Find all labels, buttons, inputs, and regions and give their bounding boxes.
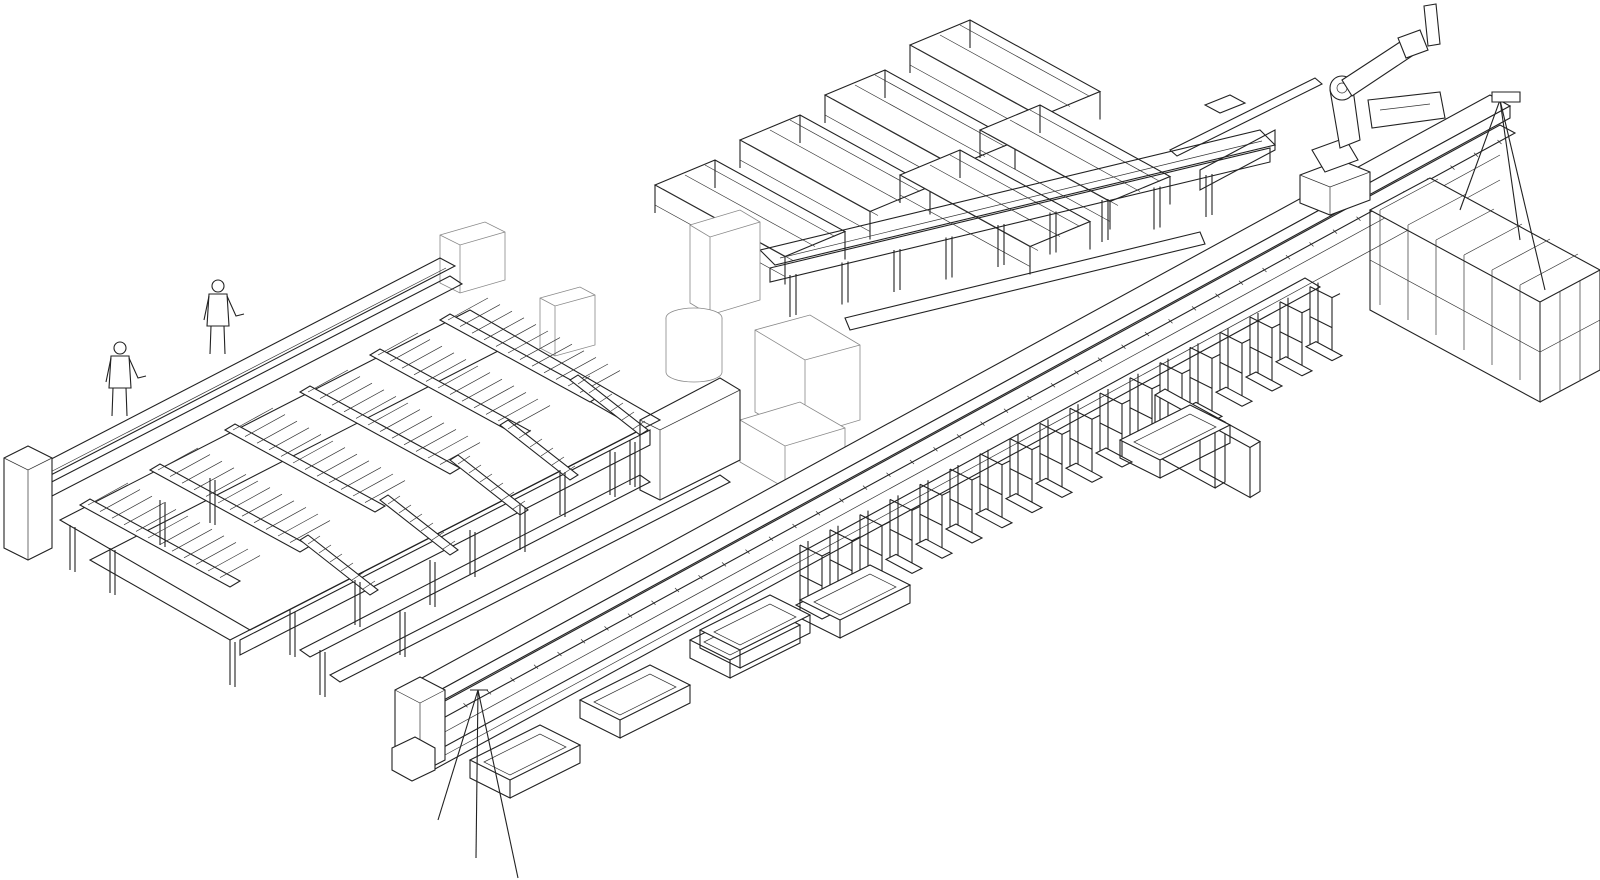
support-stand [914,480,954,559]
operator-torso [108,355,132,389]
support-stand [1004,434,1044,514]
conveyor-leg [789,274,797,317]
overhead-feeder [1169,77,1323,191]
output-tote-bins [468,404,1232,799]
tote-bin [798,564,912,639]
operator-head [211,279,225,293]
main-linear-gantry-rail [391,94,1517,782]
infeed-bar-racks [653,19,1172,285]
operator [105,341,147,417]
bar-rack [898,149,1092,275]
bay-chute [569,374,649,436]
storage-tank [665,307,723,383]
bay-comb-row [223,407,406,513]
bay-leg [289,610,296,657]
conveyor-leg [1205,174,1213,217]
tote-bin [468,724,582,799]
operator-head [113,341,127,355]
bay-leg [319,650,326,697]
support-stand [974,449,1014,529]
bay-leg [159,500,166,547]
tote-bin [698,594,812,669]
conveyor-leg [893,249,901,292]
tote-bin [578,664,692,739]
support-stand [1244,313,1284,392]
bay-leg [429,560,436,607]
bay-leg [209,478,216,525]
operator [203,279,245,355]
bay-leg [469,530,476,577]
conveyor-leg [841,261,849,305]
lifting-tripod [437,689,519,879]
bay-leg [229,640,236,687]
conveyor-leg [1049,211,1057,255]
bay-chute [449,454,529,516]
articulated-robot [1299,3,1446,216]
bay-chute [379,494,459,556]
bar-rack [978,104,1172,230]
bay-comb-row [78,482,261,588]
support-stand [1034,419,1074,499]
bay-leg [519,505,526,552]
support-stand [1274,297,1314,377]
conveyor-leg [945,236,953,280]
conveyor-leg [997,224,1005,267]
bay-chute [299,534,379,596]
support-stand [1304,282,1344,362]
bay-comb-row [298,369,481,475]
end-buffer-cage [1368,91,1600,403]
support-stand [944,465,984,544]
bay-leg [69,525,76,572]
support-stand [884,495,924,575]
operator-figures [105,279,245,417]
support-stand [1064,404,1104,483]
tote-bin [1118,404,1232,479]
bay-chute [499,419,579,481]
bay-leg [559,470,566,517]
bay-leg [399,610,406,657]
support-stand [1214,328,1254,407]
bar-rack [908,19,1102,145]
operator-torso [206,293,230,327]
cutting-bay-cells [3,257,741,697]
bay-comb-row [368,332,551,438]
conveyor-leg [1101,199,1109,242]
support-stand [1094,389,1134,468]
conveyor-leg [1153,186,1161,230]
bay-comb-row [148,447,331,553]
bay-leg [629,440,636,487]
bay-leg [609,450,616,497]
bar-rack [738,114,932,240]
bay-leg [109,548,116,595]
